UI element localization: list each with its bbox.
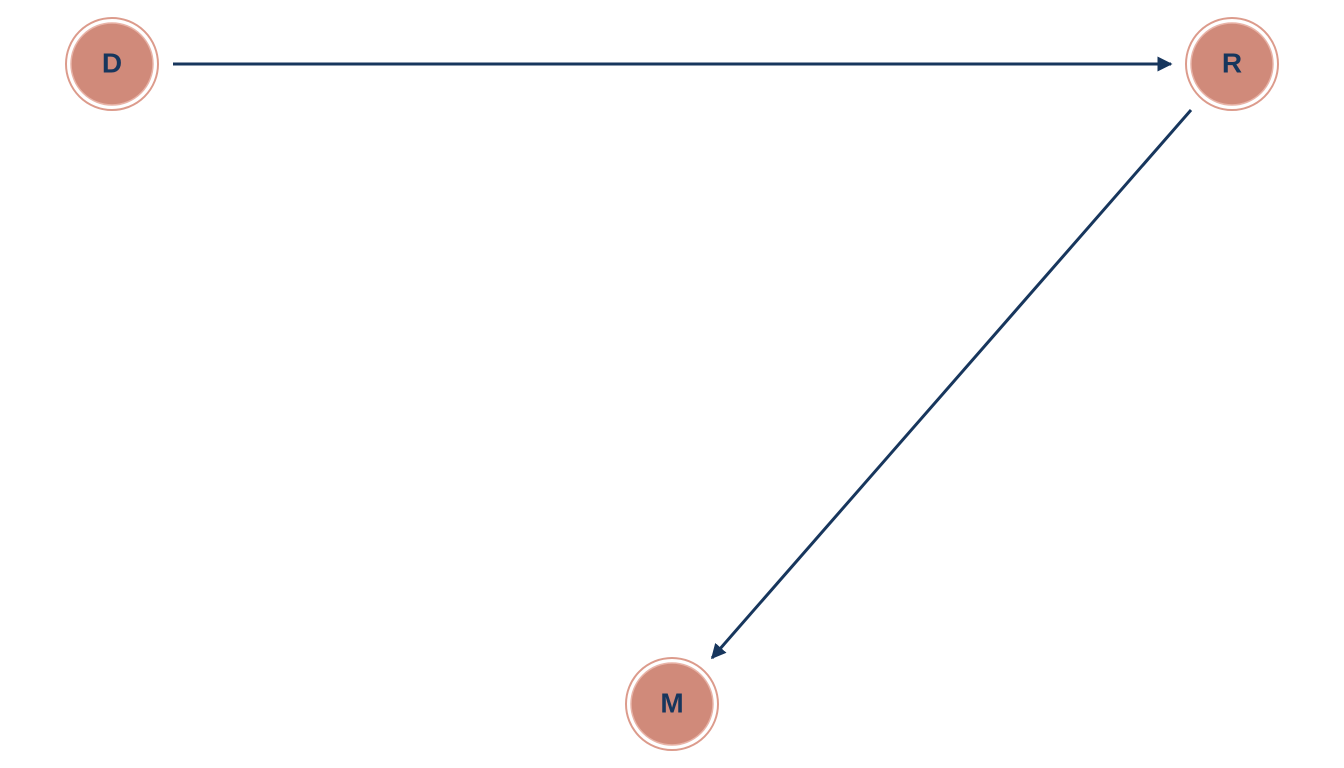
node-label-m: M	[660, 687, 683, 718]
node-m: M	[625, 657, 719, 751]
node-d: D	[65, 17, 159, 111]
node-r: R	[1185, 17, 1279, 111]
node-label-r: R	[1222, 47, 1242, 78]
edge-r-to-m	[710, 109, 1193, 660]
node-label-d: D	[102, 47, 122, 78]
